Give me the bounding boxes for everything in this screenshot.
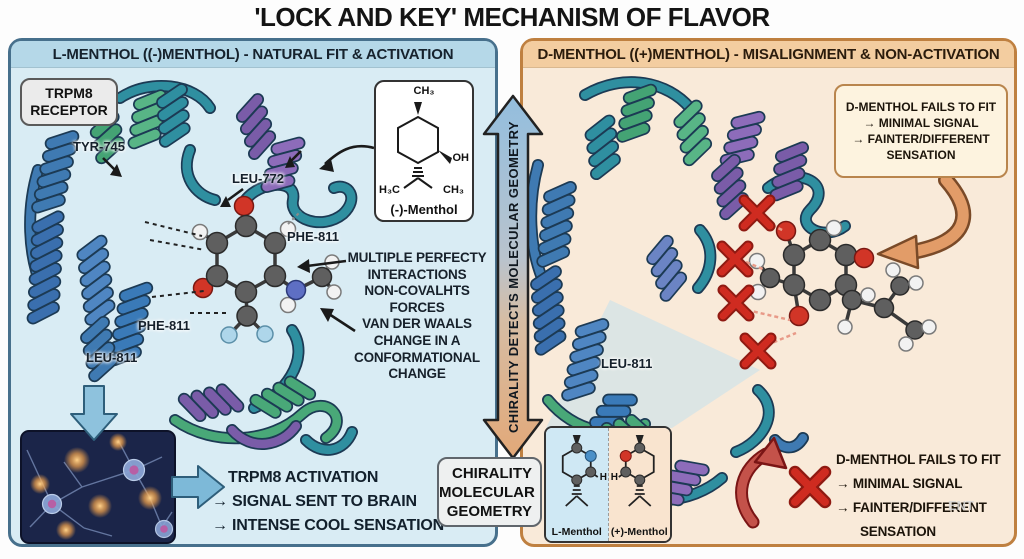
note-line: FORCES bbox=[389, 299, 445, 315]
h-label-right: H bbox=[610, 472, 617, 483]
fail-line: → MINIMAL SIGNAL bbox=[863, 116, 979, 130]
menthol-ch3-right: CH₃ bbox=[443, 184, 464, 196]
neuron-art bbox=[22, 432, 174, 542]
l-menthol-mini-structure: H bbox=[561, 435, 607, 507]
non-activation-outcome: D-MENTHOL FAILS TO FIT → MINIMAL SIGNAL … bbox=[836, 448, 1020, 544]
chirality-line: MOLECULAR bbox=[439, 483, 535, 501]
outcome-line: → FAINTER/DIFFERENT bbox=[836, 500, 987, 515]
watermark: ENT bbox=[948, 498, 974, 513]
outcome-line: → INTENSE COOL SENSATION bbox=[212, 517, 444, 534]
outcome-line: → MINIMAL SIGNAL bbox=[836, 476, 963, 491]
menthol-structure-box: CH₃ OH H₃C CH₃ (-)-Menthol bbox=[374, 80, 474, 222]
activation-outcome: TRPM8 ACTIVATION → SIGNAL SENT TO BRAIN … bbox=[212, 466, 444, 538]
trpm8-receptor-label: TRPM8 RECEPTOR bbox=[20, 78, 118, 126]
page-title: 'LOCK AND KEY' MECHANISM OF FLAVOR bbox=[254, 2, 770, 32]
interaction-notes: MULTIPLE PERFECTY INTERACTIONS NON-COVAL… bbox=[338, 250, 496, 383]
red-atom bbox=[619, 450, 632, 462]
blue-atom bbox=[584, 450, 597, 462]
menthol-name: (-)-Menthol bbox=[390, 202, 458, 217]
residue-label-leu811-left: LEU-811 bbox=[86, 350, 138, 365]
residue-label-phe811-lower: PHE-811 bbox=[138, 318, 191, 333]
outcome-line: TRPM8 ACTIVATION bbox=[228, 469, 379, 486]
d-menthol-half: H (+)-Menthol bbox=[608, 428, 670, 541]
outcome-line: → SIGNAL SENT TO BRAIN bbox=[212, 493, 417, 510]
menthol-ch3-top: CH₃ bbox=[413, 85, 435, 97]
enantiomer-comparison-box: H L-Menthol H (+)-Menthol bbox=[544, 426, 672, 543]
note-line: MULTIPLE PERFECTY bbox=[347, 250, 487, 265]
residue-label-phe811-upper: PHE-811 bbox=[287, 229, 340, 244]
fail-line: → FAINTER/DIFFERENT bbox=[852, 132, 990, 146]
residue-label-tyr745: TYR-745 bbox=[73, 139, 126, 154]
d-menthol-panel-header: D-MENTHOL ((+)MENTHOL) - MISALIGNMENT & … bbox=[523, 41, 1014, 68]
glow-spots bbox=[30, 433, 162, 540]
l-menthol-caption: L-Menthol bbox=[551, 526, 602, 538]
outcome-line: D-MENTHOL FAILS TO FIT bbox=[836, 452, 1001, 467]
menthol-oh: OH bbox=[452, 152, 470, 164]
chirality-arrow-label: CHIRALITY DETECTS MOLECULAR GEOMETRY bbox=[506, 121, 521, 433]
note-line: CHANGE IN A bbox=[373, 332, 461, 348]
trpm8-receptor-text: TRPM8 RECEPTOR bbox=[30, 85, 108, 118]
neuron-image bbox=[20, 430, 176, 544]
h-label-left: H bbox=[600, 472, 607, 483]
chirality-line: GEOMETRY bbox=[446, 502, 532, 520]
menthol-h3c: H₃C bbox=[379, 184, 400, 196]
residue-label-leu811-right: LEU-811 bbox=[601, 356, 653, 371]
neuron-somas bbox=[41, 458, 174, 539]
note-line: VAN DER WAALS bbox=[362, 316, 472, 332]
outcome-line: SENSATION bbox=[860, 524, 936, 539]
note-line: NON-COVALHTS bbox=[364, 283, 470, 299]
d-menthol-mini-structure: H bbox=[610, 435, 655, 507]
l-menthol-panel-header: L-MENTHOL ((-)MENTHOL) - NATURAL FIT & A… bbox=[11, 41, 495, 68]
d-menthol-caption: (+)-Menthol bbox=[610, 526, 668, 538]
fail-line: SENSATION bbox=[886, 148, 956, 162]
note-line: INTERACTIONS bbox=[367, 266, 467, 282]
fail-line: D-MENTHOL FAILS TO FIT bbox=[845, 100, 997, 114]
chirality-line: CHIRALITY bbox=[452, 464, 532, 482]
note-line: CHANGE bbox=[388, 366, 446, 382]
l-menthol-half: H L-Menthol bbox=[546, 428, 609, 541]
menthol-structure bbox=[397, 102, 452, 189]
fail-note-box: D-MENTHOL FAILS TO FIT → MINIMAL SIGNAL … bbox=[834, 84, 1008, 178]
note-line: CONFORMATIONAL bbox=[354, 349, 480, 365]
residue-label-leu772: LEU-772 bbox=[232, 171, 285, 186]
chirality-geometry-box: CHIRALITY MOLECULAR GEOMETRY bbox=[437, 457, 542, 527]
